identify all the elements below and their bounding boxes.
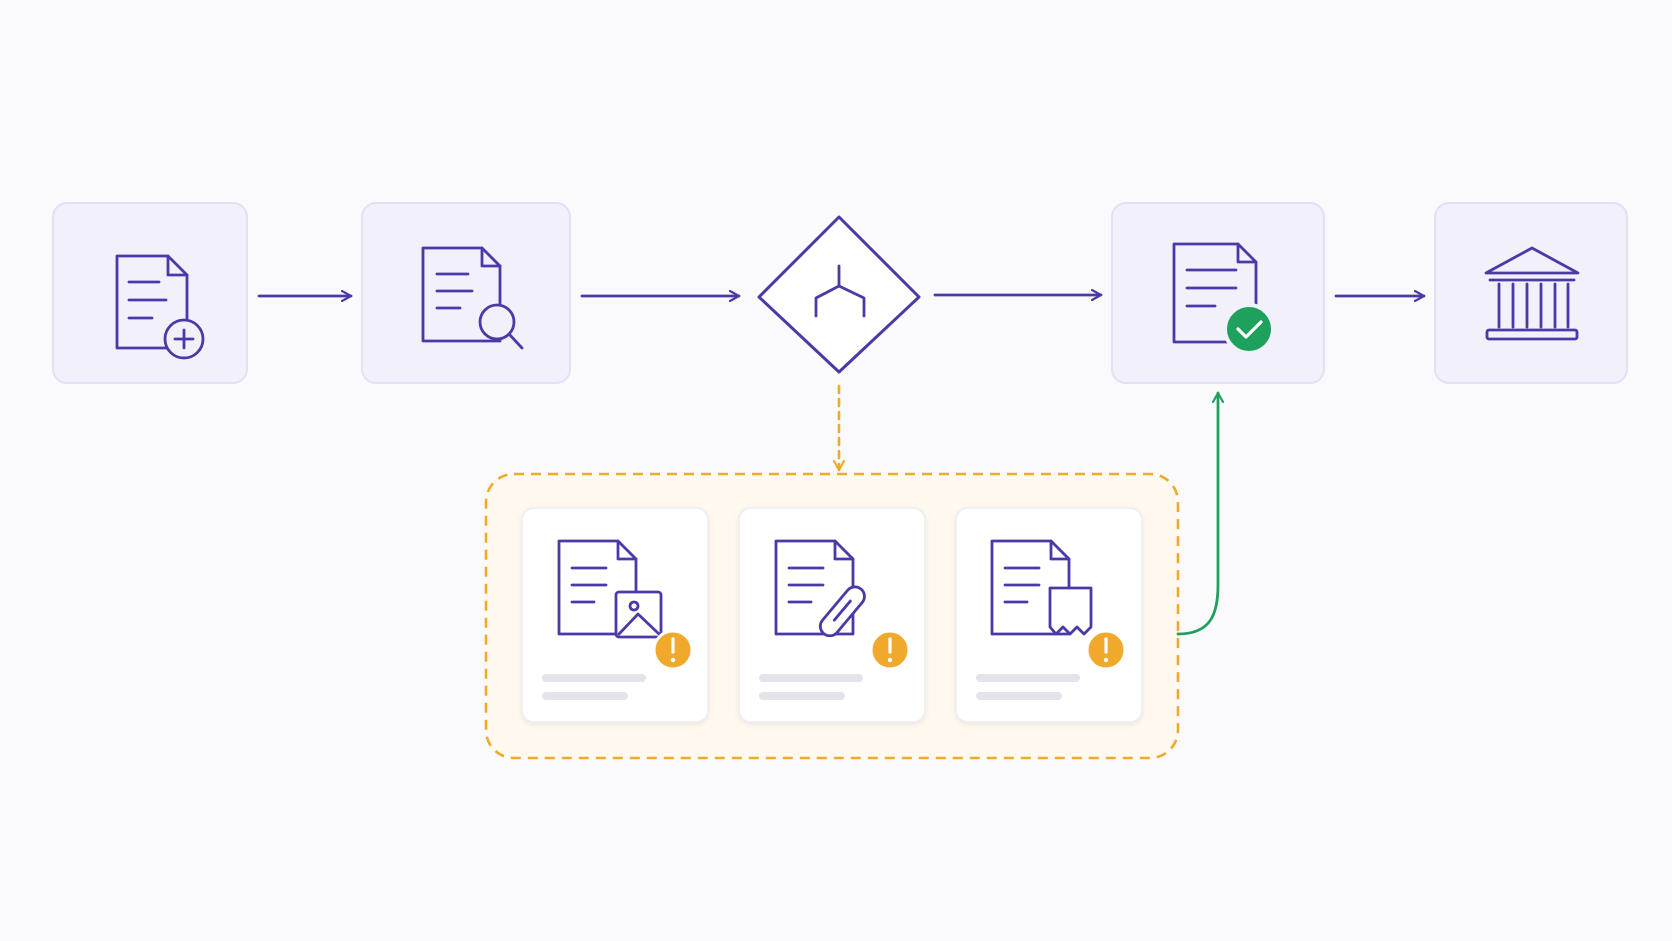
exception-card-attachment <box>738 507 926 723</box>
placeholder-line <box>976 674 1080 682</box>
placeholder-line <box>759 674 863 682</box>
branch-split-icon <box>814 264 866 318</box>
exception-card-receipt <box>955 507 1143 723</box>
exception-group <box>484 472 1180 760</box>
node-create-document <box>52 202 248 384</box>
edge-exceptions-to-approved <box>1176 391 1218 636</box>
placeholder-line <box>759 692 845 700</box>
document-check-icon <box>1172 242 1275 355</box>
warning-icon <box>652 629 694 671</box>
placeholder-line <box>976 692 1062 700</box>
warning-icon <box>869 629 911 671</box>
warning-icon <box>1085 629 1127 671</box>
document-receipt-icon <box>990 539 1093 636</box>
check-badge-icon <box>1223 303 1275 355</box>
placeholder-line <box>542 692 628 700</box>
bank-building-icon <box>1484 246 1580 341</box>
document-plus-icon <box>115 254 205 360</box>
placeholder-line <box>542 674 646 682</box>
node-review-document <box>361 202 571 384</box>
document-image-icon <box>557 539 663 639</box>
node-bank <box>1434 202 1628 384</box>
exception-card-image <box>521 507 709 723</box>
document-search-icon <box>421 246 524 350</box>
node-approved-document <box>1111 202 1325 384</box>
node-decision <box>757 215 921 374</box>
document-paperclip-icon <box>774 539 866 638</box>
